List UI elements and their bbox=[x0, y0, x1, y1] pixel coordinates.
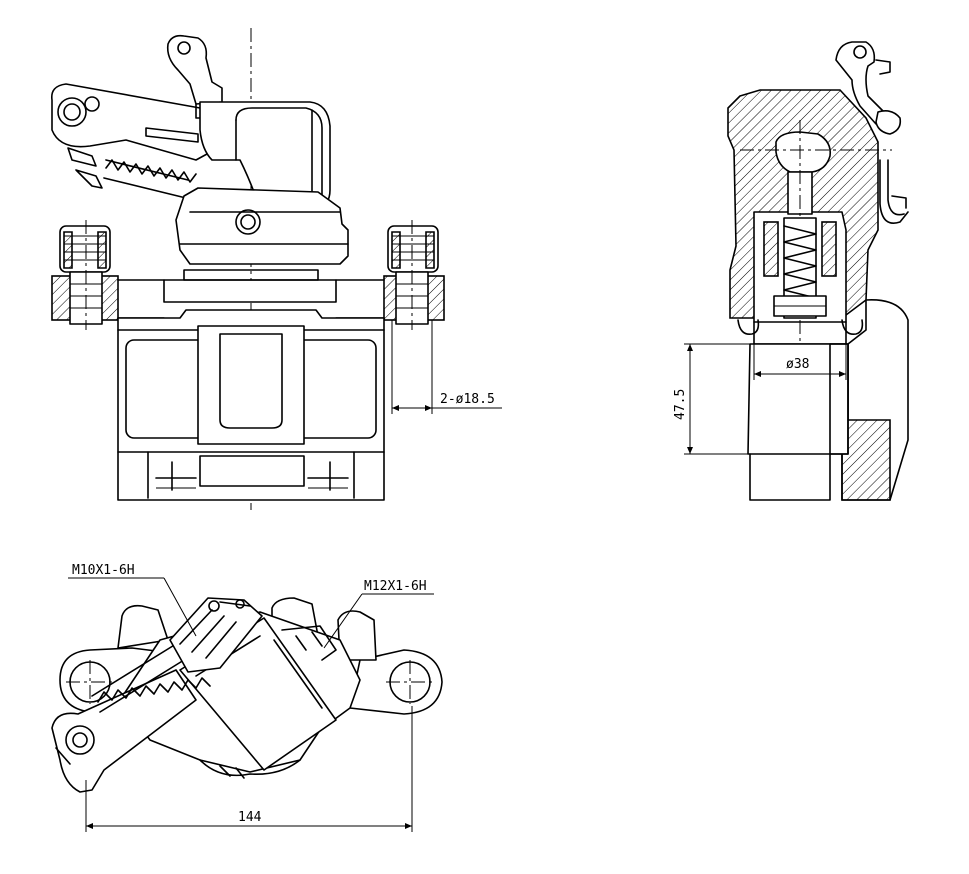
thread-right-label: M12X1-6H bbox=[364, 579, 427, 594]
top-view: M10X1-6H M12X1-6H 144 bbox=[51, 563, 443, 832]
height-dimension: 47.5 bbox=[673, 343, 752, 455]
side-section-view: ø38 47.5 bbox=[673, 41, 909, 501]
front-view: 2-ø18.5 bbox=[50, 28, 502, 510]
guide-pin-left bbox=[51, 220, 119, 330]
parking-lever bbox=[50, 83, 219, 189]
guide-pin-right bbox=[383, 220, 445, 330]
mount-span-dimension: 144 bbox=[85, 706, 413, 832]
piston-diameter-dimension: ø38 bbox=[753, 344, 847, 380]
mount-span-label: 144 bbox=[238, 810, 262, 825]
bore-diameter-dimension: 2-ø18.5 bbox=[391, 320, 502, 414]
mount-band bbox=[163, 279, 337, 303]
caliper-body bbox=[117, 309, 385, 501]
cable-bracket bbox=[166, 34, 223, 119]
bore-diameter-label: 2-ø18.5 bbox=[440, 392, 495, 407]
piston-diameter-label: ø38 bbox=[786, 357, 809, 372]
section-spring bbox=[763, 217, 837, 319]
actuator-housing bbox=[175, 101, 349, 265]
thread-left-label: M10X1-6H bbox=[72, 563, 135, 578]
lever-spring bbox=[103, 159, 197, 199]
height-label: 47.5 bbox=[673, 389, 688, 420]
thread-right-callout: M12X1-6H bbox=[323, 579, 434, 649]
thread-left-callout: M10X1-6H bbox=[68, 563, 197, 637]
